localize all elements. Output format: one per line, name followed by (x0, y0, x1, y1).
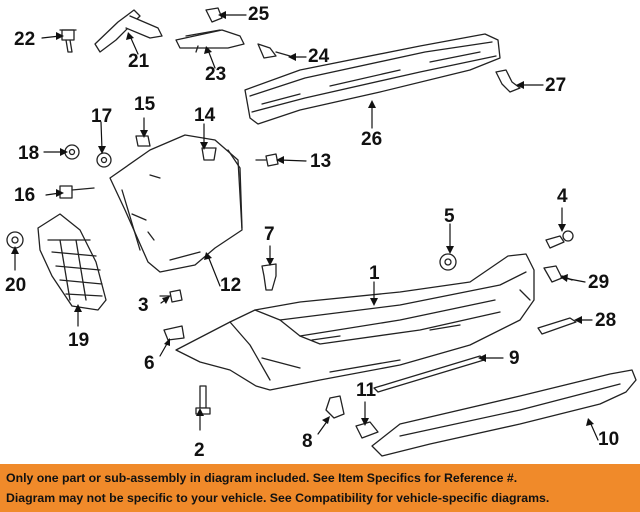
part-13-bolt (255, 153, 279, 167)
callout-12: 12 (220, 275, 242, 296)
callout-28: 28 (595, 310, 617, 331)
part-22-bolt (59, 29, 77, 53)
callout-8: 8 (302, 431, 313, 452)
callout-9: 9 (509, 348, 520, 369)
callout-3: 3 (138, 295, 149, 316)
callout-23: 23 (205, 64, 227, 85)
parts-diagram: 1 2 3 4 5 6 7 8 9 10 11 12 13 14 15 16 1… (5, 4, 637, 461)
part-11-bracket (355, 421, 379, 439)
part-10-lower-valance (371, 369, 637, 457)
part-16-bolt (59, 185, 95, 199)
callout-19: 19 (68, 330, 90, 351)
part-5-grommet (439, 253, 457, 271)
callout-15: 15 (134, 94, 156, 115)
part-1-bumper-cover (175, 253, 535, 391)
callout-14: 14 (194, 105, 216, 126)
part-28-reflector (537, 317, 577, 335)
disclaimer-line-1: Only one part or sub-assembly in diagram… (6, 471, 518, 485)
part-20-clip (6, 231, 24, 249)
part-21-bracket (94, 9, 163, 53)
disclaimer-banner: Only one part or sub-assembly in diagram… (0, 464, 640, 512)
part-29-bolt (543, 265, 573, 283)
callout-25: 25 (248, 4, 270, 25)
callout-4: 4 (557, 186, 568, 207)
part-23-bracket (175, 29, 245, 53)
callout-6: 6 (144, 353, 155, 374)
part-8-sensor (325, 395, 345, 419)
callout-24: 24 (308, 46, 330, 67)
part-4-bolt (545, 230, 574, 249)
part-25-clip (205, 7, 223, 23)
diagram-drawing (6, 7, 637, 457)
part-3-bolt (159, 289, 183, 303)
callout-21: 21 (128, 51, 150, 72)
part-7-clip (261, 263, 277, 291)
part-14-clip (201, 147, 217, 161)
part-27-bolt (495, 69, 521, 93)
callout-2: 2 (194, 440, 205, 461)
callout-7: 7 (264, 224, 275, 245)
callout-20: 20 (5, 275, 27, 296)
callout-26: 26 (361, 129, 383, 150)
callout-1: 1 (369, 263, 380, 284)
leader-arrowheads (11, 11, 594, 426)
callout-11: 11 (356, 380, 377, 401)
part-19-side-bracket (37, 213, 107, 311)
part-15-clip (135, 135, 151, 147)
disclaimer-line-2: Diagram may not be specific to your vehi… (6, 491, 550, 505)
callout-5: 5 (444, 206, 455, 227)
part-26-reinforcement-beam (244, 33, 501, 125)
callout-17: 17 (91, 106, 113, 127)
callout-16: 16 (14, 185, 36, 206)
callout-13: 13 (310, 151, 332, 172)
part-6-retainer (163, 325, 185, 341)
part-2-bolt (195, 385, 211, 415)
callout-18: 18 (18, 143, 40, 164)
part-24-bolt (257, 43, 291, 59)
part-12-side-bracket (109, 134, 243, 273)
callout-27: 27 (545, 75, 567, 96)
part-17-nut (96, 152, 112, 168)
callout-22: 22 (14, 29, 36, 50)
callout-29: 29 (588, 272, 610, 293)
callout-10: 10 (598, 429, 620, 450)
